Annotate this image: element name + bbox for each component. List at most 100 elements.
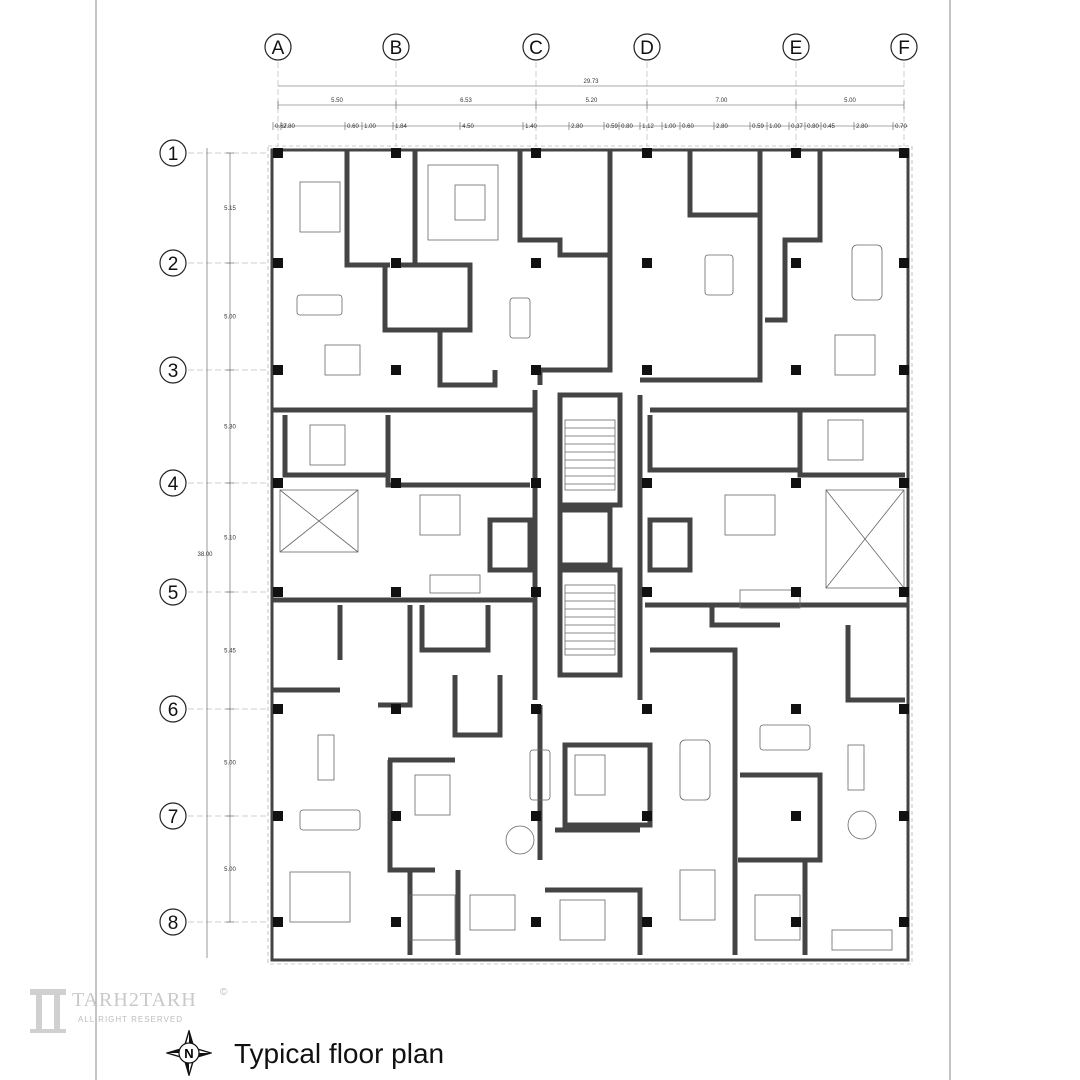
column	[273, 811, 283, 821]
dim-overall: 29.73	[583, 79, 599, 85]
dim-row: 5.10	[224, 536, 236, 542]
grid-bubble-row	[159, 139, 187, 167]
grid-label-row: 1	[168, 144, 179, 165]
column	[391, 587, 401, 597]
grid-bubble-col	[264, 33, 292, 61]
grid-bubble-row	[159, 908, 187, 936]
dim-detail: 0.60	[347, 124, 359, 130]
grid-label-row: 4	[168, 474, 179, 495]
grid-bubble-row	[159, 578, 187, 606]
dim-detail: 1.00	[769, 124, 781, 130]
dim-detail: 0.59	[606, 124, 618, 130]
column	[531, 365, 541, 375]
grid-label-col: E	[790, 38, 803, 59]
dim-detail: 2.80	[283, 124, 295, 130]
watermark-logo: TARH2TARH ALL RIGHT RESERVED ©	[28, 985, 238, 1053]
dim-detail: 2.80	[856, 124, 868, 130]
column	[642, 704, 652, 714]
dim-detail: 1.00	[364, 124, 376, 130]
column	[642, 148, 652, 158]
column	[273, 704, 283, 714]
grid-bubble-row	[159, 249, 187, 277]
column	[531, 148, 541, 158]
column	[791, 148, 801, 158]
column	[642, 917, 652, 927]
column	[531, 704, 541, 714]
dim-detail: 0.70	[895, 124, 907, 130]
dim-bay: 5.50	[331, 98, 343, 104]
dim-overall-side: 38.00	[197, 552, 213, 558]
grid-label-row: 2	[168, 254, 179, 275]
column	[273, 258, 283, 268]
column	[273, 587, 283, 597]
grid-label-row: 5	[168, 583, 179, 604]
column	[391, 365, 401, 375]
structural-columns	[273, 148, 909, 927]
column	[642, 258, 652, 268]
column	[642, 811, 652, 821]
grid-bubble-row	[159, 356, 187, 384]
grid-label-col: C	[529, 38, 543, 59]
grid-label-col: D	[640, 38, 654, 59]
column	[899, 811, 909, 821]
building-outline-dashed	[267, 145, 913, 965]
column	[391, 478, 401, 488]
column	[642, 587, 652, 597]
interior-walls	[272, 150, 908, 955]
watermark-name: TARH2TARH	[72, 989, 197, 1011]
grid-label-col: A	[272, 38, 285, 59]
dim-detail: 0.45	[823, 124, 835, 130]
column	[391, 148, 401, 158]
dim-detail: 2.80	[571, 124, 583, 130]
grid-bubble-row	[159, 469, 187, 497]
column	[642, 478, 652, 488]
dim-detail: 4.50	[462, 124, 474, 130]
dim-bay: 7.00	[716, 98, 728, 104]
column	[899, 365, 909, 375]
light-well-east	[825, 489, 905, 589]
column	[273, 478, 283, 488]
dim-row: 5.15	[224, 206, 236, 212]
dim-detail: 1.40	[525, 124, 537, 130]
column	[391, 258, 401, 268]
dim-bay: 5.00	[844, 98, 856, 104]
column	[899, 587, 909, 597]
column	[899, 258, 909, 268]
north-arrow-icon: N	[166, 1030, 212, 1076]
dim-row: 5.00	[224, 867, 236, 873]
grid-label-row: 8	[168, 913, 179, 934]
dim-detail: 0.37	[791, 124, 803, 130]
dim-bay: 5.20	[586, 98, 598, 104]
dim-bay: 6.53	[460, 98, 472, 104]
watermark-subtitle: ALL RIGHT RESERVED	[78, 1015, 183, 1024]
column	[273, 365, 283, 375]
dim-row: 5.45	[224, 649, 236, 655]
column	[531, 811, 541, 821]
column	[273, 148, 283, 158]
dim-detail: 1.12	[642, 124, 654, 130]
grid-bubble-col	[782, 33, 810, 61]
column	[899, 704, 909, 714]
grid-bubble-row	[159, 695, 187, 723]
grid-bubble-col	[382, 33, 410, 61]
grid-bubble-row	[159, 802, 187, 830]
furniture	[289, 164, 893, 951]
column	[642, 365, 652, 375]
column	[531, 587, 541, 597]
grid-bubble-col	[522, 33, 550, 61]
column	[899, 917, 909, 927]
column	[391, 704, 401, 714]
staircase-north	[564, 419, 616, 491]
dim-detail: 2.80	[716, 124, 728, 130]
column	[791, 704, 801, 714]
column	[899, 148, 909, 158]
dim-row: 5.30	[224, 425, 236, 431]
column	[791, 365, 801, 375]
column	[899, 478, 909, 488]
column	[791, 478, 801, 488]
dim-detail: 0.59	[752, 124, 764, 130]
light-well-west	[279, 489, 359, 553]
column	[531, 258, 541, 268]
